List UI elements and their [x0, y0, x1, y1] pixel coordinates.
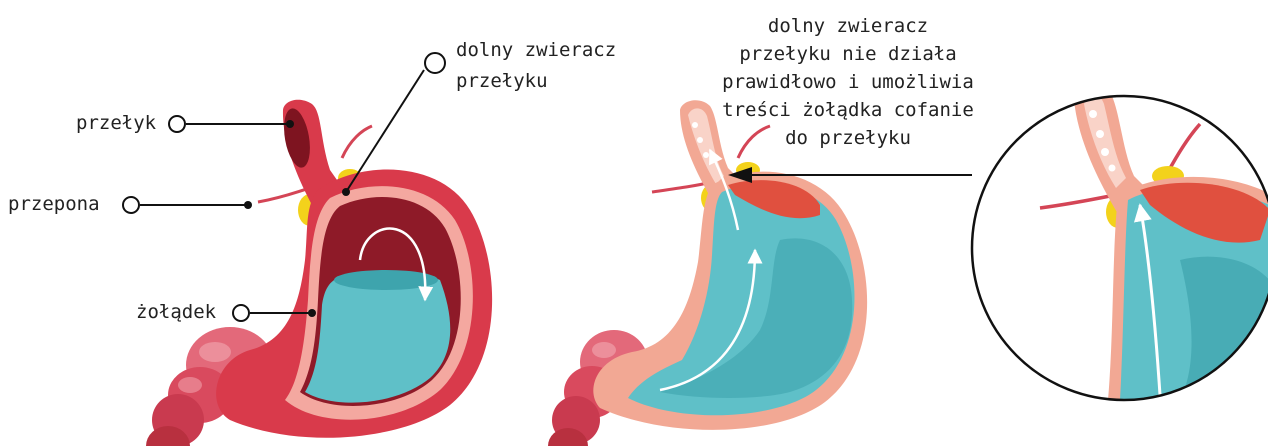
reflux-text-line3: prawidłowo i umożliwia [708, 68, 988, 96]
label-lower-sphincter: dolny zwieracz przełyku [456, 35, 616, 97]
stomach-leader-line [250, 312, 312, 314]
label-lower-sphincter-line2: przełyku [456, 66, 616, 97]
esophagus-leader-line [186, 123, 290, 125]
reflux-stomach [548, 100, 867, 446]
stomach-marker-ring [232, 304, 250, 322]
healthy-stomach [146, 100, 492, 446]
label-diaphragm: przepona [8, 192, 100, 216]
stomach-leader-dot [308, 309, 316, 317]
label-esophagus: przełyk [76, 111, 156, 135]
reflux-text-line4: treści żołądka cofanie [708, 96, 988, 124]
diaphragm-marker-ring [122, 196, 140, 214]
sphincter-marker-ring [424, 52, 446, 74]
reflux-text-line5: do przełyku [708, 124, 988, 152]
diaphragm-leader-dot [244, 201, 252, 209]
label-reflux-description: dolny zwieracz przełyku nie działa prawi… [708, 12, 988, 152]
zoom-inset [972, 84, 1268, 400]
esophagus-marker-ring [168, 115, 186, 133]
diaphragm-leader-line [140, 204, 248, 206]
reflux-text-line2: przełyku nie działa [708, 40, 988, 68]
label-stomach: żołądek [136, 300, 216, 324]
esophagus-leader-dot [286, 120, 294, 128]
sphincter-leader-dot [342, 188, 350, 196]
reflux-text-line1: dolny zwieracz [708, 12, 988, 40]
label-lower-sphincter-line1: dolny zwieracz [456, 35, 616, 66]
